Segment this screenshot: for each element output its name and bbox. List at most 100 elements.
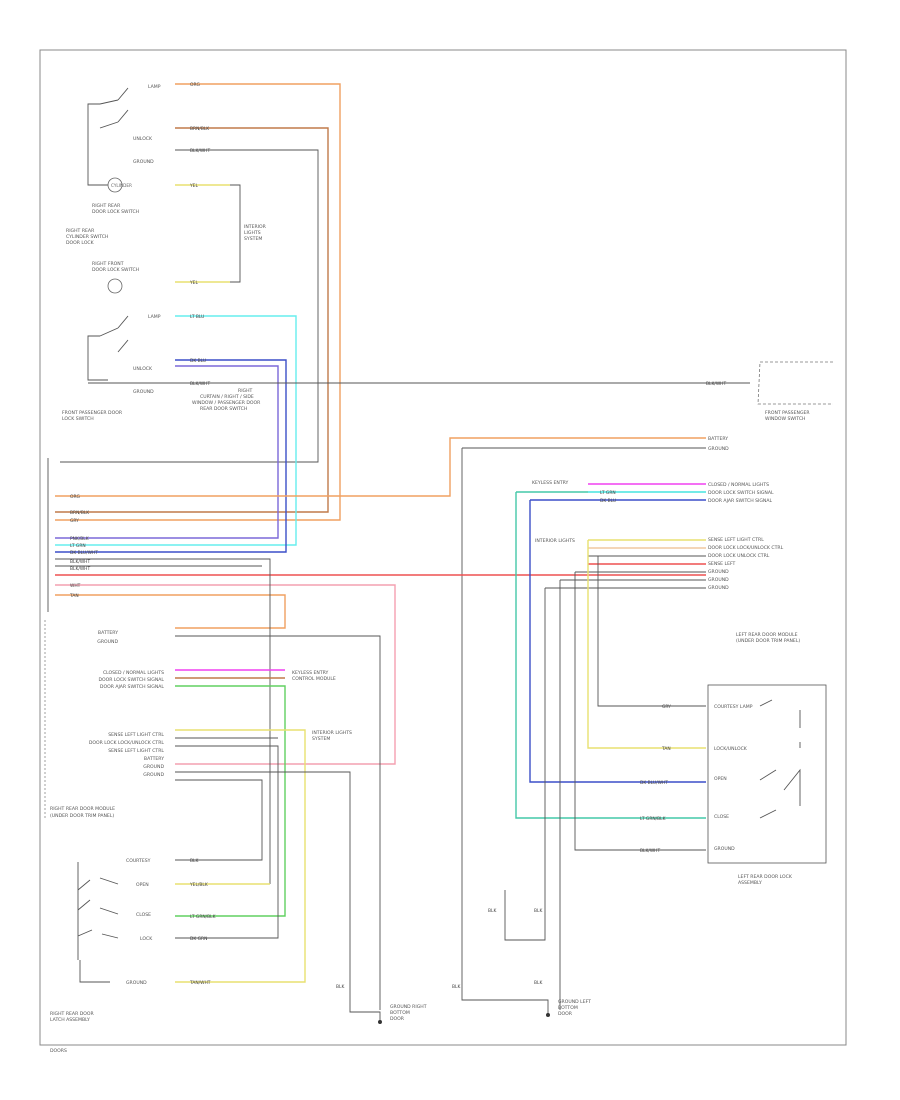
- wire-yel-2: YEL: [189, 280, 198, 286]
- rr-pin-4: DOOR LOCK SWITCH SIGNAL: [98, 677, 164, 683]
- int-lights-3: SYSTEM: [244, 236, 262, 242]
- pin-open-2: OPEN: [714, 776, 727, 782]
- bus-wires: ORG BLK/WHT BLK/WHT BRN/BLK GRY PNK/BLK …: [55, 437, 706, 1001]
- rr-cyl-switch-label-3: DOOR LOCK: [66, 240, 95, 246]
- center-4: REAR DOOR SWITCH: [200, 406, 247, 412]
- mid-wires: LT BLU DK BLU BLK/WHT BLK/WHT RIGHT CURT…: [55, 314, 750, 553]
- wire-tan-2: TAN: [661, 746, 671, 752]
- pin-close-2: CLOSE: [714, 814, 729, 820]
- wire-dk-blu-2: DK BLU: [600, 498, 616, 504]
- pin-ground-5: GROUND: [714, 846, 735, 852]
- rr-cyl-switch-label-1: RIGHT REAR: [66, 228, 95, 234]
- pin-open: OPEN: [136, 882, 149, 888]
- wire-tan: TAN: [69, 593, 79, 599]
- left-rear-door-module: BATTERY GROUND CLOSED / NORMAL LIGHTS DO…: [708, 436, 800, 644]
- pin-close: CLOSE: [136, 912, 151, 918]
- wire-yel: YEL: [189, 183, 198, 189]
- wire-blk-gnd: BLK: [336, 984, 344, 990]
- rf-door-lock-switch: RIGHT FRONT DOOR LOCK SWITCH LAMP UNLOCK…: [62, 261, 161, 422]
- lr-pin-7: SENSE LEFT LIGHT CTRL: [708, 537, 764, 543]
- rr-pin-5: DOOR AJAR SWITCH SIGNAL: [100, 684, 165, 690]
- switch-mark: CYLINDER: [111, 183, 132, 188]
- rr-module-wires: KEYLESS ENTRY CONTROL MODULE INTERIOR LI…: [175, 635, 381, 1010]
- center-3: WINDOW / PASSENGER DOOR: [192, 400, 261, 406]
- rr-latch-assembly: COURTESY OPEN CLOSE LOCK GROUND RIGHT RE…: [50, 858, 270, 1023]
- pin-lamp-2: LAMP: [148, 314, 161, 320]
- rr-module-label-2: (UNDER DOOR TRIM PANEL): [50, 813, 114, 819]
- wire-blk-wht-4: BLK/WHT: [70, 559, 90, 565]
- wire-org-2: ORG: [70, 494, 81, 500]
- rr-cyl-switch-label-2: CYLINDER SWITCH: [66, 234, 108, 240]
- keyless-right: KEYLESS ENTRY: [532, 480, 569, 486]
- int-lights-left-2: SYSTEM: [312, 736, 330, 742]
- rr-pin-11: GROUND: [143, 764, 164, 770]
- lr-pin-5: DOOR AJAR SWITCH SIGNAL: [708, 498, 773, 504]
- top-wires: ORG BRN/BLK BLK/WHT YEL INTERIOR LIGHTS …: [55, 82, 341, 521]
- rr-door-lock-switch: CYLINDER RIGHT REAR DOOR LOCK SWITCH RIG…: [66, 84, 161, 246]
- ground-lr-2: BOTTOM: [558, 1005, 578, 1011]
- rr-switch-label-1: RIGHT REAR: [92, 203, 121, 209]
- wire-dk-blu-wht: DK BLU/WHT: [70, 550, 98, 556]
- pin-ground: GROUND: [133, 159, 154, 165]
- wire-blk-wht-2: BLK/WHT: [190, 381, 210, 387]
- keyless-1: KEYLESS ENTRY: [292, 670, 329, 676]
- wire-blk-wht-6: BLK/WHT: [640, 848, 660, 854]
- wire-wht: WHT: [70, 583, 81, 589]
- wire-lt-grn-4: LT GRN/BLK: [640, 816, 666, 822]
- rr-module-label-1: RIGHT REAR DOOR MODULE: [50, 806, 115, 812]
- pin-ground-4: GROUND: [126, 980, 147, 986]
- int-lights-1: INTERIOR: [244, 224, 267, 230]
- wire-yel-blk: YEL/BLK: [189, 882, 208, 888]
- wire-blk-5: BLK: [488, 908, 496, 914]
- rr-latch-label-1: RIGHT REAR DOOR: [50, 1011, 94, 1017]
- lr-lock-actuator: COURTESY LAMP LOCK/UNLOCK OPEN CLOSE GRO…: [707, 684, 827, 886]
- front-pass-window-switch: FRONT PASSENGER WINDOW SWITCH: [757, 361, 833, 422]
- pin-ground-2: GROUND: [133, 389, 154, 395]
- rr-pin-7: SENSE LEFT LIGHT CTRL: [108, 732, 164, 738]
- pin-courtesy-lamp: COURTESY LAMP: [714, 704, 753, 710]
- wire-blk-wht: BLK/WHT: [190, 148, 210, 154]
- rr-switch-label-2: DOOR LOCK SWITCH: [92, 209, 139, 215]
- wire-blk-wht-3: BLK/WHT: [706, 381, 726, 387]
- rf-pass-lock-2: LOCK SWITCH: [62, 416, 94, 422]
- ground-rr: GROUND RIGHT BOTTOM DOOR BLK: [336, 984, 427, 1024]
- wire-brn-blk-2: BRN/BLK: [70, 510, 89, 516]
- center-1: RIGHT: [238, 388, 253, 394]
- lr-pin-8: DOOR LOCK LOCK/UNLOCK CTRL: [708, 545, 784, 551]
- rr-pin-1: GROUND: [97, 639, 118, 645]
- lr-latch-2: ASSEMBLY: [738, 880, 762, 886]
- rf-pass-lock-1: FRONT PASSENGER DOOR: [62, 410, 123, 416]
- lr-pin-12: GROUND: [708, 577, 729, 583]
- wire-org: ORG: [190, 82, 201, 88]
- wire-dk-blu: DK BLU: [190, 358, 206, 364]
- rr-latch-label-2: LATCH ASSEMBLY: [50, 1017, 90, 1023]
- wire-dk-blu-wht-2: DK BLU/WHT: [640, 780, 668, 786]
- lr-pin-13: GROUND: [708, 585, 729, 591]
- ground-lr-1: GROUND LEFT: [558, 999, 591, 1005]
- right-rear-door-module: BATTERY GROUND CLOSED / NORMAL LIGHTS DO…: [44, 620, 165, 820]
- pin-courtesy: COURTESY: [126, 858, 151, 864]
- pin-unlock-2: UNLOCK: [133, 366, 153, 372]
- lr-pin-0: BATTERY: [708, 436, 728, 442]
- keyless-2: CONTROL MODULE: [292, 676, 336, 682]
- rf-switch-label-1: RIGHT FRONT: [92, 261, 124, 267]
- wire-blk-wht-5: BLK/WHT: [70, 566, 90, 572]
- ground-lr-3: DOOR: [558, 1011, 573, 1017]
- lr-pin-1: GROUND: [708, 446, 729, 452]
- lr-pin-9: DOOR LOCK UNLOCK CTRL: [708, 553, 770, 559]
- footer-label: DOORS: [50, 1048, 67, 1054]
- ground-rr-1: GROUND RIGHT: [390, 1004, 427, 1010]
- rr-pin-9: SENSE LEFT LIGHT CTRL: [108, 748, 164, 754]
- lr-pin-3: CLOSED / NORMAL LIGHTS: [708, 482, 769, 488]
- center-2: CURTAIN / RIGHT / SIDE: [200, 394, 254, 400]
- wire-gry-2: GRY: [662, 704, 671, 710]
- lr-actuator-wires: GRY TAN DK BLU/WHT LT GRN/BLK BLK/WHT GR…: [452, 492, 706, 1017]
- rr-pin-10: BATTERY: [144, 756, 164, 762]
- ground-rr-3: DOOR: [390, 1016, 405, 1022]
- pin-lamp: LAMP: [148, 84, 161, 90]
- wire-lt-grn-2: LT GRN/BLK: [190, 914, 216, 920]
- rr-pin-0: BATTERY: [98, 630, 118, 636]
- wire-blk-6: BLK: [534, 908, 542, 914]
- wire-pnk-blk: PNK/BLK: [70, 536, 89, 542]
